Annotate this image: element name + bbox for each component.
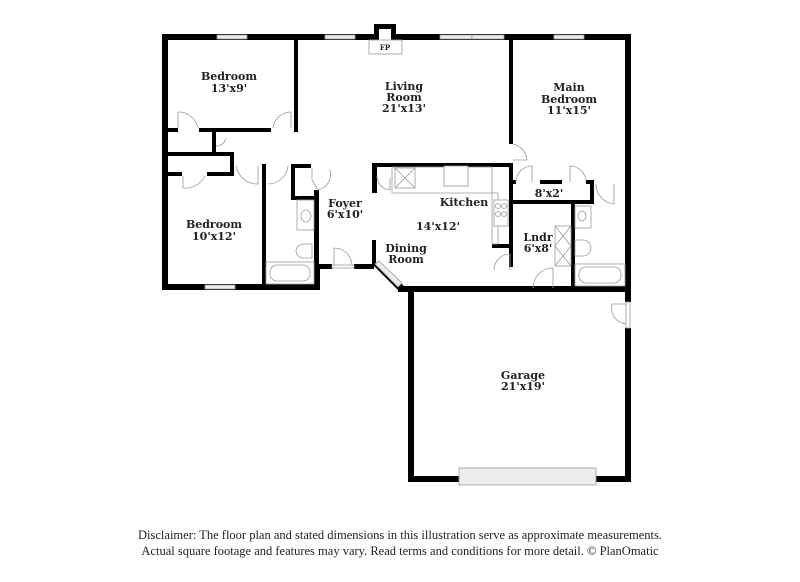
door-bedroom-2[interactable] xyxy=(272,111,292,129)
room-dims: 21'x13' xyxy=(382,102,426,115)
room-name: Bedroom xyxy=(186,218,242,231)
fireplace: FP xyxy=(368,39,403,55)
room-name-line2: Room xyxy=(388,253,424,266)
room-name-line1: Dining xyxy=(385,242,427,255)
kitchen-counter xyxy=(391,166,499,245)
room-name: Foyer xyxy=(328,197,362,210)
room-name-line1: Main xyxy=(553,81,584,94)
window-bedroom-2 xyxy=(216,34,248,40)
door-master-bath[interactable] xyxy=(595,183,615,205)
room-name: Kitchen xyxy=(440,196,489,209)
room-name: Bedroom xyxy=(201,70,257,83)
window-dining-bay xyxy=(374,260,403,288)
room-dims: 11'x15' xyxy=(547,104,591,117)
window-living-3 xyxy=(471,34,505,40)
room-labels: Bedroom 13'x9' Living Room 21'x13' Main … xyxy=(186,70,597,393)
door-bedroom-2-closet[interactable] xyxy=(177,111,199,129)
room-name-line2: Room xyxy=(386,91,422,104)
room-dining-room: Dining Room xyxy=(385,242,427,266)
room-name: Garage xyxy=(501,369,545,382)
door-closet-2[interactable] xyxy=(569,165,587,183)
room-laundry: Lndr 6'x8' xyxy=(523,231,552,255)
door-garage-side[interactable] xyxy=(611,303,628,325)
disclaimer-line-2: Actual square footage and features may v… xyxy=(141,544,659,558)
room-garage: Garage 21'x19' xyxy=(501,369,545,393)
room-dims: 21'x19' xyxy=(501,380,545,393)
door-main-bedroom[interactable] xyxy=(512,143,528,161)
room-name-line2: Bedroom xyxy=(541,93,597,106)
door-linen[interactable] xyxy=(215,137,227,147)
toilet-master-icon xyxy=(574,239,592,257)
room-name: Lndr xyxy=(523,231,552,244)
door-closet-1[interactable] xyxy=(515,165,533,183)
room-main-bedroom: Main Bedroom 11'x15' xyxy=(541,81,597,117)
garage-door[interactable] xyxy=(458,467,597,486)
room-dims: 13'x9' xyxy=(211,82,247,95)
door-garage-entry[interactable] xyxy=(532,267,554,289)
disclaimer: Disclaimer: The floor plan and stated di… xyxy=(0,527,800,559)
door-laundry[interactable] xyxy=(493,253,511,271)
window-bedroom-3 xyxy=(204,284,236,290)
toilet-icon xyxy=(295,243,313,259)
front-door[interactable] xyxy=(333,247,353,267)
room-kitchen: Kitchen 14'x12' xyxy=(416,196,488,233)
disclaimer-line-1: Disclaimer: The floor plan and stated di… xyxy=(138,528,662,542)
kitchen-sink xyxy=(443,165,469,187)
window-living-2 xyxy=(439,34,473,40)
door-foyer-closet[interactable] xyxy=(311,168,331,191)
room-foyer: Foyer 6'x10' xyxy=(327,197,363,221)
room-name-line1: Living xyxy=(385,80,423,93)
room-bedroom-3: Bedroom 10'x12' xyxy=(186,218,242,243)
room-dims: 8'x2' xyxy=(535,187,564,200)
room-bedroom-2: Bedroom 13'x9' xyxy=(201,70,257,95)
fireplace-label: FP xyxy=(380,43,391,52)
sink-icon xyxy=(300,209,312,223)
doors xyxy=(177,111,631,329)
door-bedroom-3[interactable] xyxy=(235,165,259,185)
washer-dryer xyxy=(554,225,572,267)
fixtures xyxy=(265,165,626,287)
windows xyxy=(204,34,597,486)
window-main-bedroom xyxy=(553,34,585,40)
door-hall-bath[interactable] xyxy=(267,165,289,185)
window-living-1 xyxy=(324,34,356,40)
room-dims: 6'x8' xyxy=(524,242,553,255)
room-dims: 14'x12' xyxy=(416,220,460,233)
door-pantry[interactable] xyxy=(376,175,391,191)
interior-walls xyxy=(168,40,631,290)
room-living-room: Living Room 21'x13' xyxy=(382,80,426,115)
door-bedroom-3-closet[interactable] xyxy=(182,175,206,189)
room-dims: 6'x10' xyxy=(327,208,363,221)
room-closet: 8'x2' xyxy=(535,187,564,200)
room-dims: 10'x12' xyxy=(192,230,236,243)
